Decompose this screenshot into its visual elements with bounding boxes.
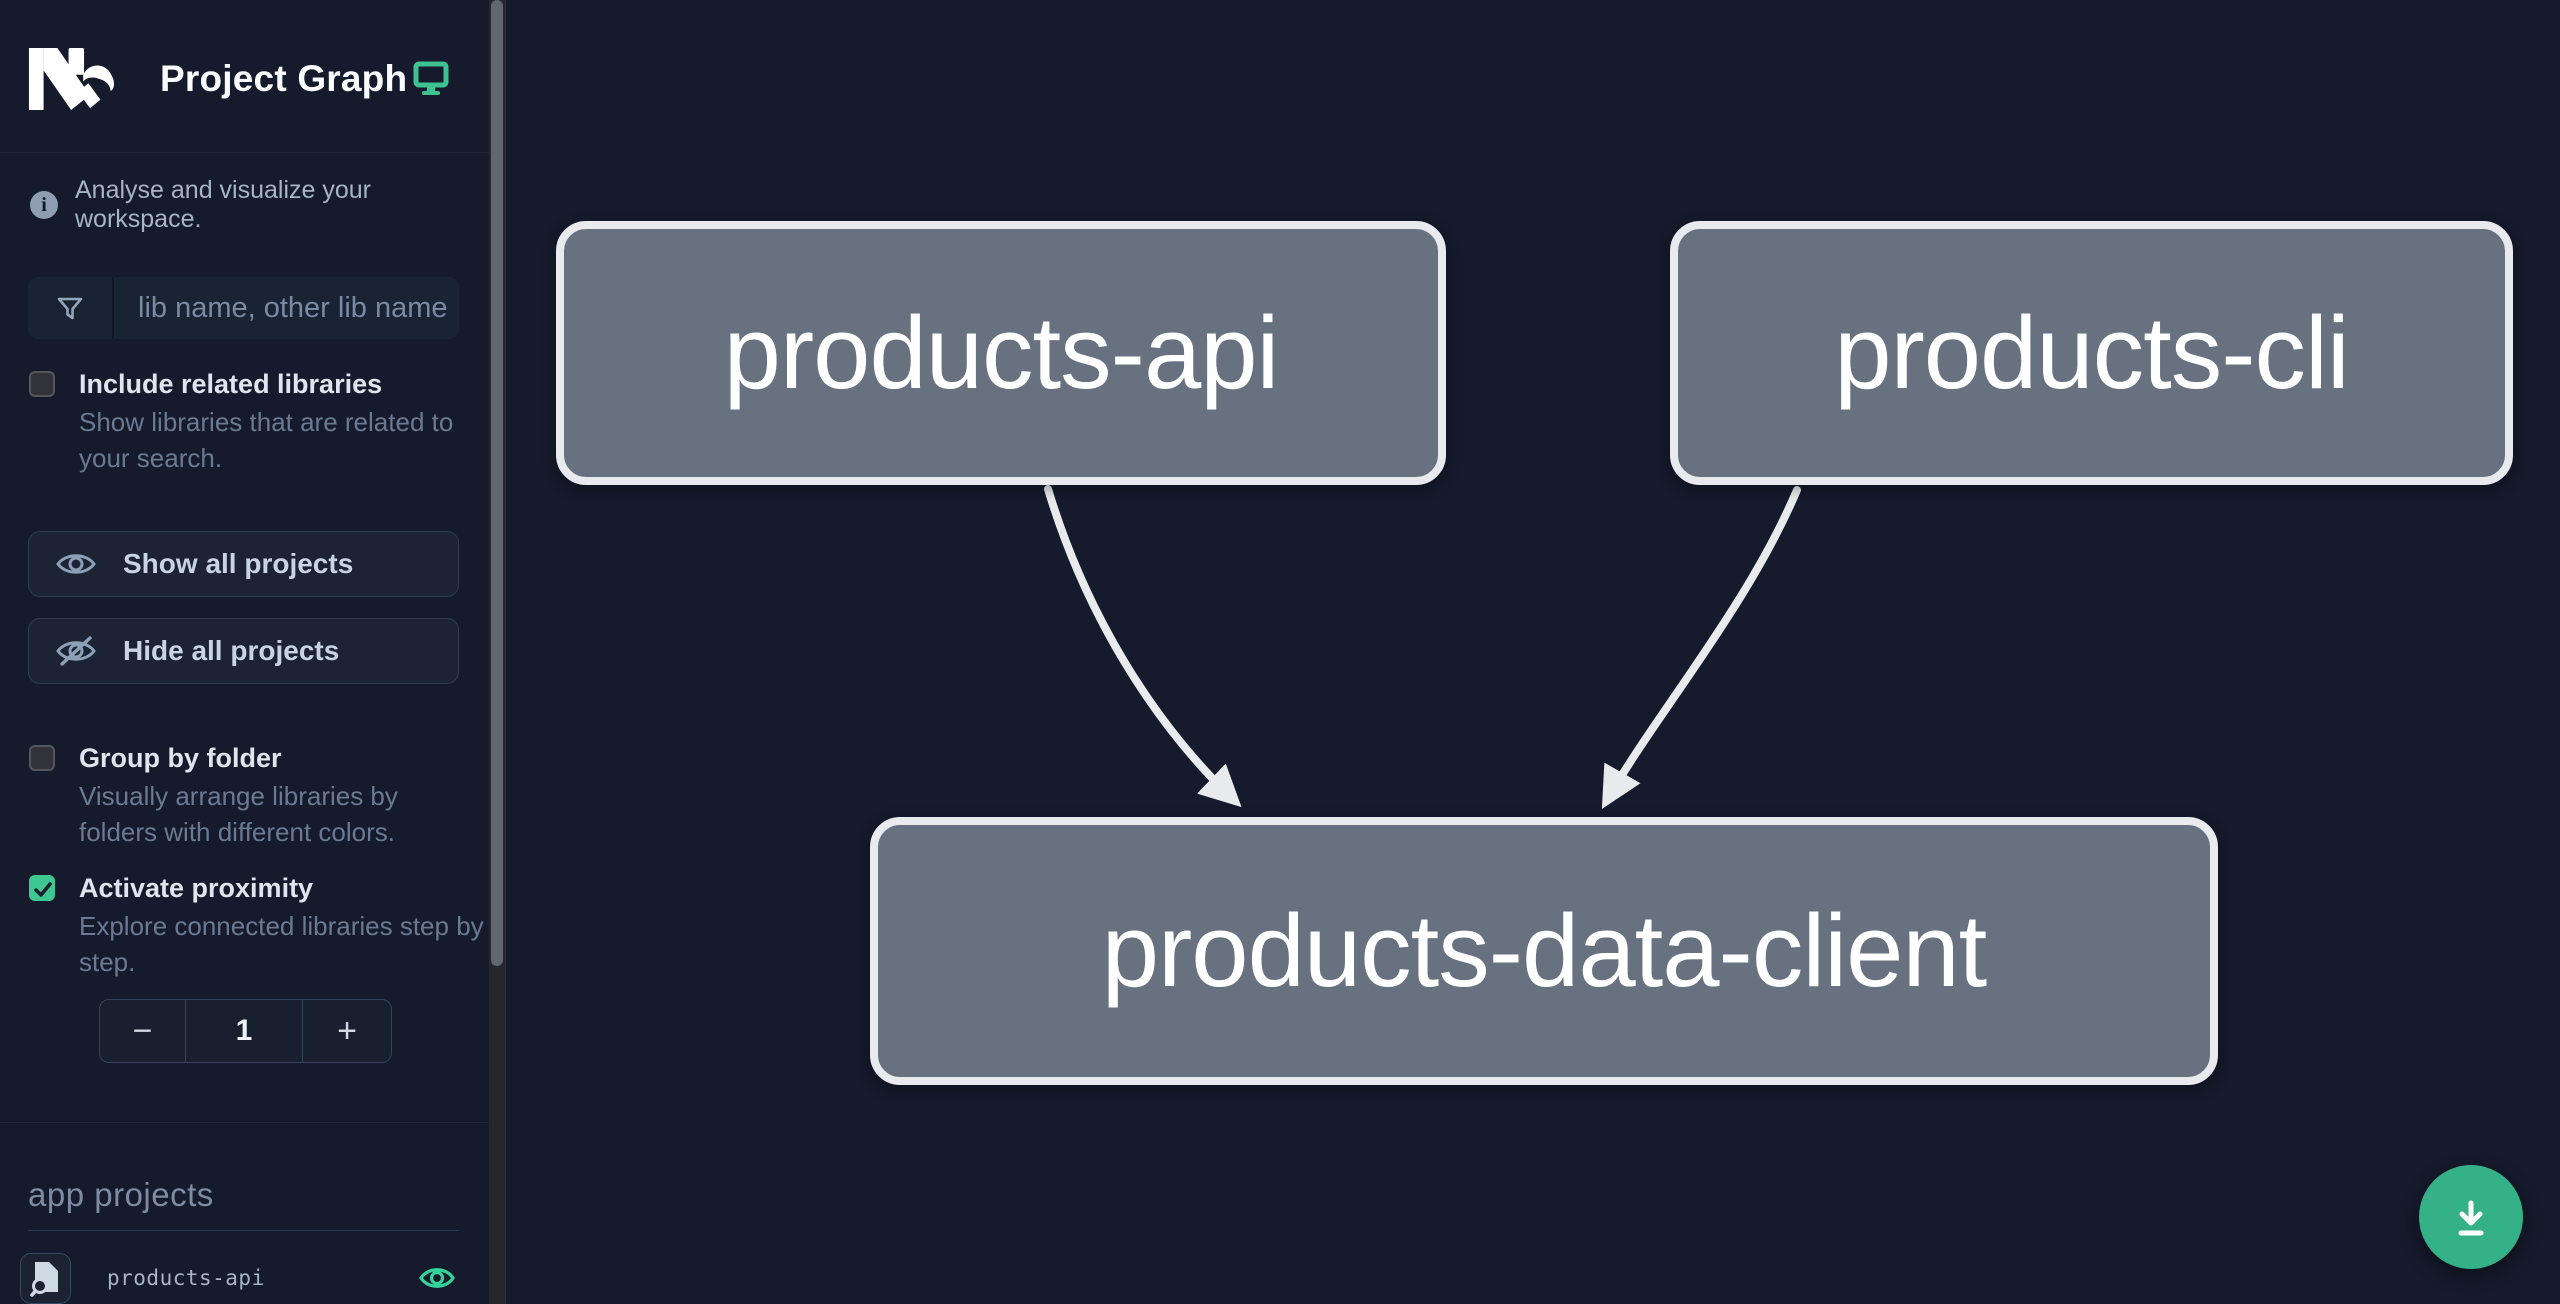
eye-icon xyxy=(56,554,96,574)
focus-project-button[interactable] xyxy=(20,1252,71,1304)
node-label: products-data-client xyxy=(1101,893,1988,1008)
group-by-folder-description: Visually arrange libraries by folders wi… xyxy=(79,781,398,847)
eye-off-icon xyxy=(56,636,96,666)
include-related-checkbox[interactable] xyxy=(29,371,55,397)
monitor-icon[interactable] xyxy=(412,60,450,98)
group-by-folder-checkbox[interactable] xyxy=(29,745,55,771)
edge-products-api-to-products-data-client[interactable] xyxy=(1044,485,1242,808)
option-include-related: Include related libraries Show libraries… xyxy=(29,366,471,476)
stepper-value: 1 xyxy=(186,1000,303,1062)
option-group-by-folder: Group by folder Visually arrange librari… xyxy=(29,740,471,850)
tagline-row: i Analyse and visualize your workspace. xyxy=(30,176,490,234)
download-icon xyxy=(2458,1200,2484,1236)
activate-proximity-description: Explore connected libraries step by step… xyxy=(79,911,484,977)
info-icon: i xyxy=(30,191,58,219)
sidebar-scrollbar-track xyxy=(489,0,505,1304)
app-projects-heading: app projects xyxy=(28,1176,459,1231)
filter-funnel-icon xyxy=(28,277,114,339)
project-list-item: products-api xyxy=(20,1252,466,1304)
show-all-projects-button[interactable]: Show all projects xyxy=(28,531,459,597)
graph-node-products-cli[interactable]: products-cli xyxy=(1670,221,2513,485)
activate-proximity-label[interactable]: Activate proximity xyxy=(79,873,314,903)
project-visibility-eye-icon[interactable] xyxy=(418,1264,456,1292)
graph-node-products-api[interactable]: products-api xyxy=(556,221,1446,485)
graph-node-products-data-client[interactable]: products-data-client xyxy=(870,817,2218,1085)
filter-input[interactable] xyxy=(114,277,459,339)
proximity-stepper: − 1 + xyxy=(99,999,392,1063)
page-title: Project Graph xyxy=(160,58,408,99)
document-search-icon xyxy=(29,1262,58,1297)
nx-logo xyxy=(28,48,114,110)
hide-all-projects-label: Hide all projects xyxy=(123,635,340,666)
sidebar-scrollbar-thumb[interactable] xyxy=(491,0,503,966)
show-all-projects-label: Show all projects xyxy=(123,548,354,579)
stepper-decrement-button[interactable]: − xyxy=(100,1000,186,1062)
filter-box xyxy=(28,277,459,339)
stepper-increment-button[interactable]: + xyxy=(337,1011,357,1050)
include-related-description: Show libraries that are related to your … xyxy=(79,407,454,473)
hide-all-projects-button[interactable]: Hide all projects xyxy=(28,618,459,684)
group-by-folder-label[interactable]: Group by folder xyxy=(79,743,282,773)
edge-products-cli-to-products-data-client[interactable] xyxy=(1601,486,1801,810)
tagline-text: Analyse and visualize your workspace. xyxy=(75,176,371,233)
sidebar: Project Graph i Analyse and visualize yo… xyxy=(0,0,490,1304)
project-name[interactable]: products-api xyxy=(107,1266,265,1290)
download-graph-button[interactable] xyxy=(2419,1165,2523,1269)
sidebar-canvas-divider xyxy=(505,0,506,1304)
option-activate-proximity: Activate proximity Explore connected lib… xyxy=(29,870,484,980)
node-label: products-api xyxy=(723,295,1280,410)
section-divider xyxy=(0,1122,490,1123)
node-label: products-cli xyxy=(1834,295,2350,410)
sidebar-header: Project Graph xyxy=(0,0,490,153)
activate-proximity-checkbox[interactable] xyxy=(29,875,55,901)
include-related-label[interactable]: Include related libraries xyxy=(79,369,383,399)
